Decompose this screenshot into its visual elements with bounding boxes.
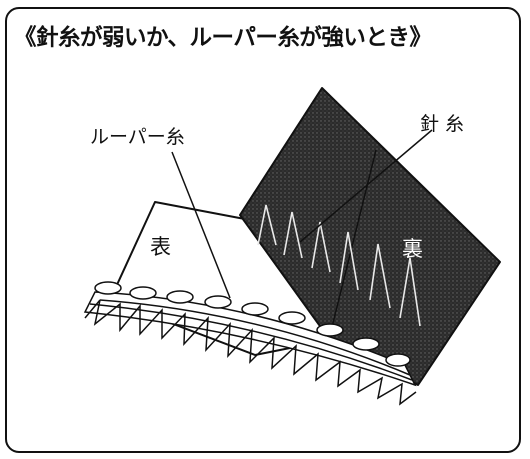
- looper-thread-chain: [83, 281, 417, 406]
- needle-thread-label: 針 糸: [420, 113, 464, 135]
- back-fabric-panel: [239, 87, 501, 386]
- back-fabric-fold: [329, 149, 377, 336]
- diagram-frame: [5, 7, 521, 453]
- back-side-label: 裏: [402, 237, 423, 261]
- front-side-label: 表: [150, 235, 171, 259]
- needle-thread-leader: [299, 129, 433, 243]
- looper-thread-label: ルーパー糸: [90, 126, 185, 148]
- looper-thread-leader: [171, 151, 231, 299]
- needle-thread-stitches: [257, 204, 421, 327]
- diagram-title: 《針糸が弱いか、ルーパー糸が強いとき》: [14, 25, 432, 51]
